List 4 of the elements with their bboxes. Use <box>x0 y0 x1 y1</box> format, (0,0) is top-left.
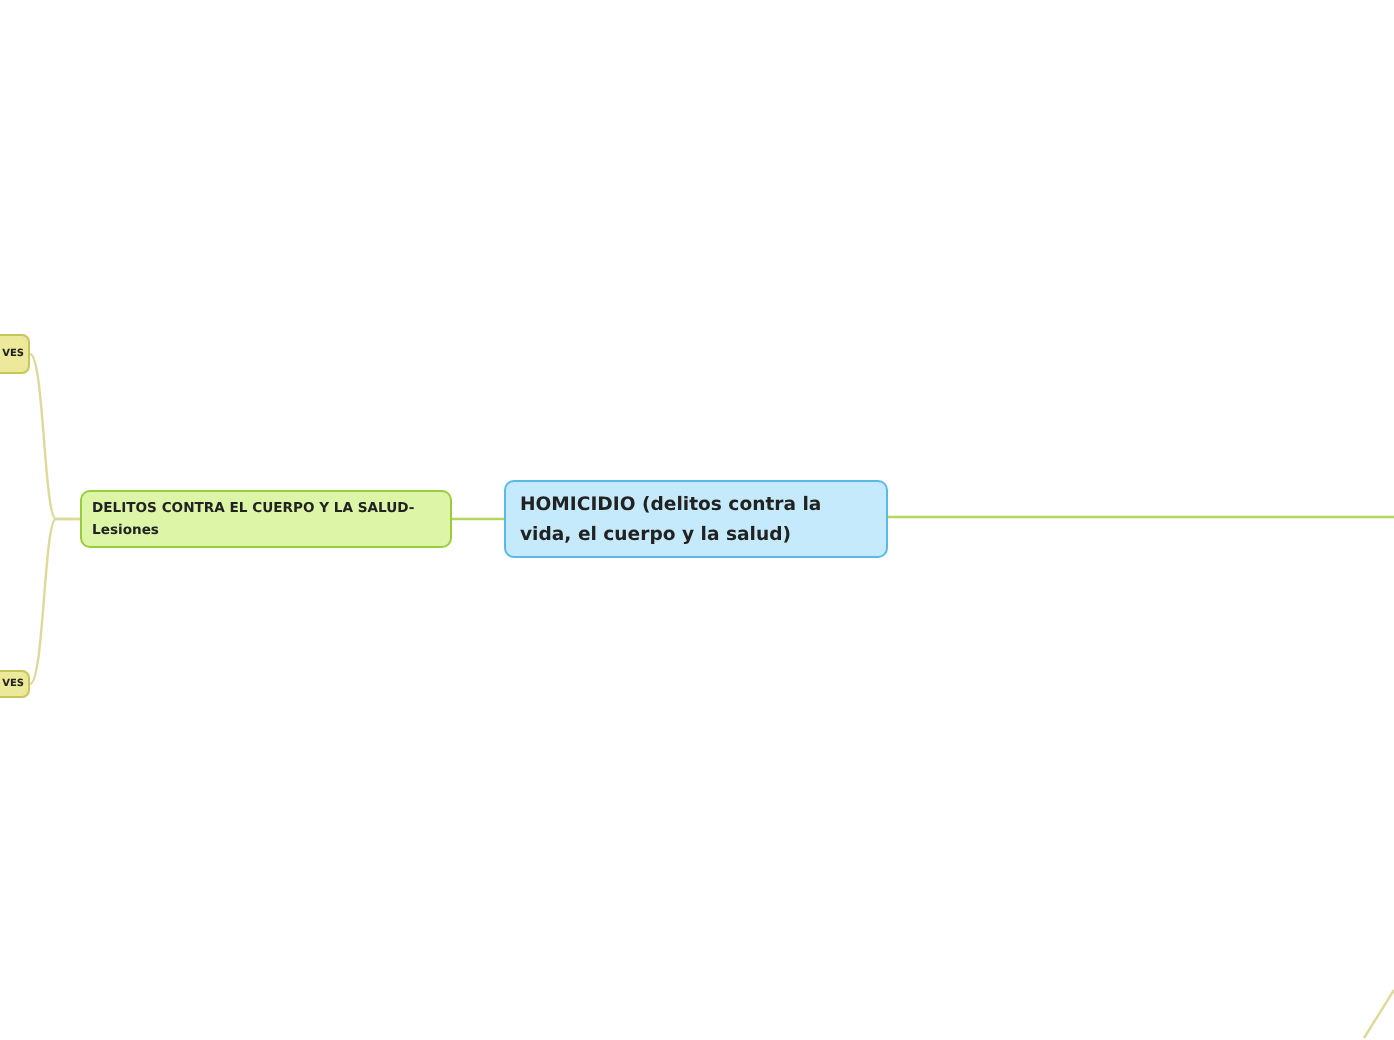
topic-box: HOMICIDIO (delitos contra la vida, el cuerpo y la salud) <box>504 480 888 558</box>
connector-line <box>29 517 80 685</box>
connector-line <box>452 517 504 521</box>
connector-line <box>888 515 1394 519</box>
